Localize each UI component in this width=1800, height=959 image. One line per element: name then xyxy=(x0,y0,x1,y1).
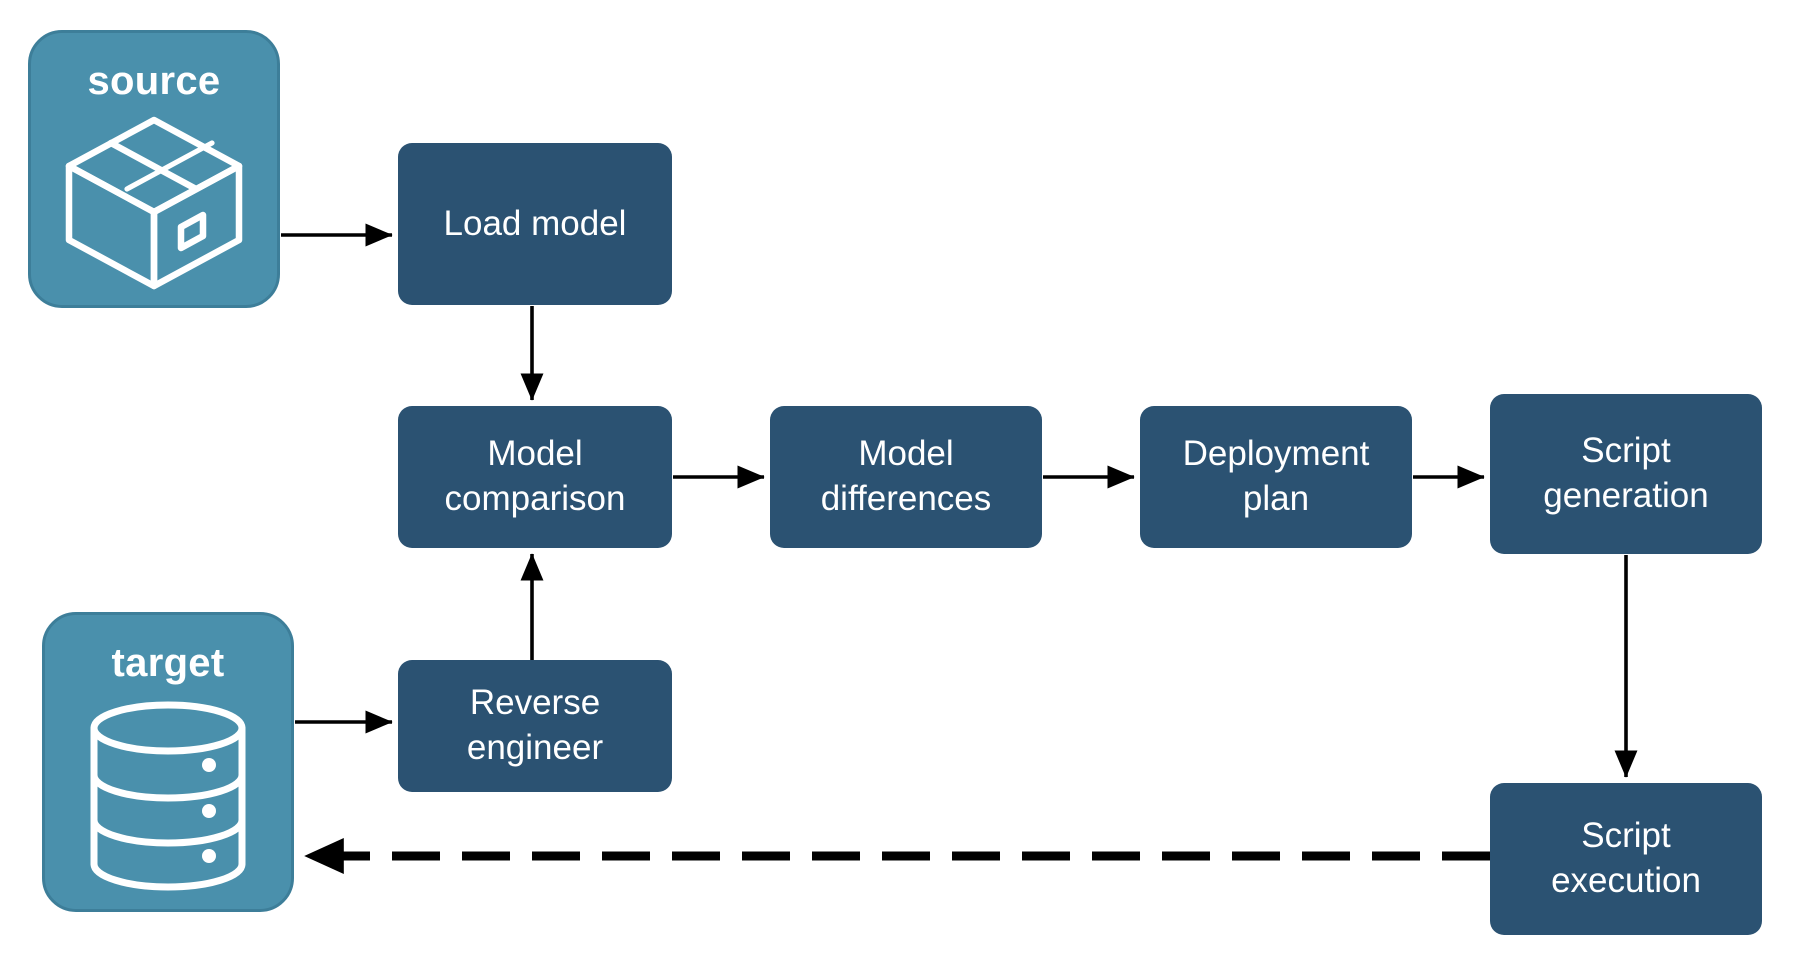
process-box-model-differences[interactable]: Model differences xyxy=(770,406,1042,548)
database-cylinder-icon xyxy=(45,683,291,909)
process-box-reverse-engineer-label: Reverse engineer xyxy=(466,683,604,767)
process-box-deployment-plan-label: Deployment plan xyxy=(1182,434,1370,518)
process-box-model-comparison[interactable]: Model comparison xyxy=(398,406,672,548)
process-box-script-generation[interactable]: Script generation xyxy=(1490,394,1762,554)
endpoint-source-label: source xyxy=(87,59,221,103)
endpoint-target[interactable]: target xyxy=(42,612,294,912)
process-box-reverse-engineer[interactable]: Reverse engineer xyxy=(398,660,672,792)
process-box-load-model-label: Load model xyxy=(443,203,627,243)
endpoint-target-label: target xyxy=(111,641,225,685)
endpoint-source[interactable]: source xyxy=(28,30,280,308)
process-box-model-comparison-label: Model comparison xyxy=(444,434,626,518)
process-box-script-generation-label: Script generation xyxy=(1543,431,1709,515)
process-box-script-execution-label: Script execution xyxy=(1551,816,1701,900)
process-box-load-model[interactable]: Load model xyxy=(398,143,672,305)
package-box-icon xyxy=(31,101,277,305)
process-box-model-differences-label: Model differences xyxy=(820,434,992,518)
process-box-script-execution[interactable]: Script execution xyxy=(1490,783,1762,935)
process-box-deployment-plan[interactable]: Deployment plan xyxy=(1140,406,1412,548)
